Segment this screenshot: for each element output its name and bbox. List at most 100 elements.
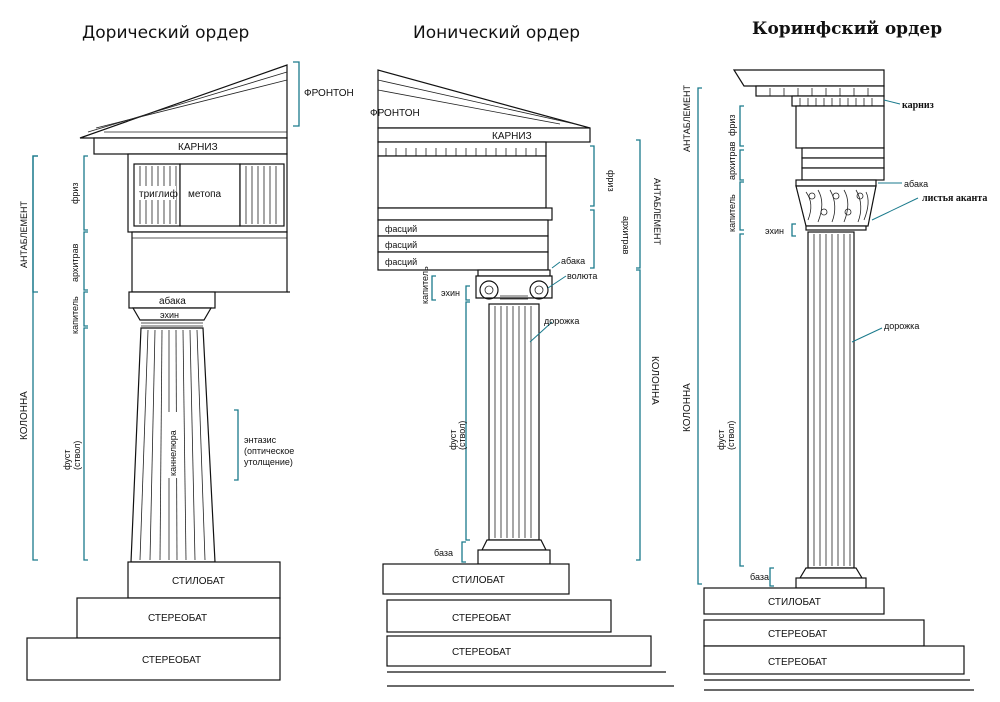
corinthian-entablature-label: АНТАБЛЕМЕНТ xyxy=(682,84,692,152)
ionic-frieze-label: фриз xyxy=(606,170,616,192)
corinthian-capital xyxy=(795,185,877,227)
doric-echinus xyxy=(131,307,213,321)
ionic-fascia-3-label: фасций xyxy=(385,257,417,267)
ionic-volute-label: волюта xyxy=(567,271,597,281)
doric-stereobate-upper-label: СТЕРЕОБАТ xyxy=(148,613,207,624)
corinthian-acanthus-label: листья аканта xyxy=(922,193,987,204)
doric-stylobate xyxy=(127,561,281,599)
ionic-flutes xyxy=(494,306,532,538)
acanthus-icon xyxy=(805,189,869,223)
doric-architrave-label: архитрав xyxy=(70,243,80,282)
ionic-shaft-paren: (ствол) xyxy=(457,421,467,450)
ionic-capital xyxy=(475,275,553,299)
ionic-abacus xyxy=(477,269,551,277)
doric-frieze-label: фриз xyxy=(70,182,80,204)
ionic-stereobate-upper xyxy=(386,599,612,633)
doric-entasis-label-2: (оптическое xyxy=(244,446,294,456)
corinthian-frieze xyxy=(795,105,885,149)
corinthian-base-label: база xyxy=(750,572,769,582)
corinthian-shaft xyxy=(807,231,855,569)
ionic-order: ФРОНТОН КАРНИЗ фасций фасций фа xyxy=(370,69,674,687)
ionic-cornice xyxy=(377,127,591,143)
doric-echinus-label: эхин xyxy=(160,310,179,320)
title-doric: Дорический ордер xyxy=(82,23,249,43)
ionic-dentils xyxy=(377,141,547,157)
ionic-stereobate-lower-label: СТЕРЕОБАТ xyxy=(452,647,511,658)
ionic-volute-left xyxy=(479,280,499,300)
corinthian-echinus-label: эхин xyxy=(765,226,784,236)
ionic-echinus-label: эхин xyxy=(441,288,460,298)
ionic-architrave-label: архитрав xyxy=(621,216,631,255)
ionic-shaft xyxy=(488,303,540,541)
corinthian-abacus xyxy=(795,179,877,187)
doric-order: КАРНИЗ триглиф метопа аба xyxy=(19,61,354,681)
doric-flute-label: каннелюра xyxy=(168,430,178,476)
title-ionic: Ионический ордер xyxy=(413,23,580,43)
ionic-abacus-label: абака xyxy=(561,256,585,266)
ionic-fillet-label: дорожка xyxy=(544,316,579,326)
corinthian-stereobate-lower xyxy=(703,645,965,675)
doric-shaft-paren: (ствол) xyxy=(72,441,82,470)
doric-triglyph-right xyxy=(239,163,285,227)
ionic-fascia-1-label: фасций xyxy=(385,224,417,234)
doric-stereobate-upper xyxy=(76,597,281,639)
ionic-stereobate-lower xyxy=(386,635,652,667)
doric-shaft-label: фуст xyxy=(62,450,72,470)
corinthian-abacus-label: абака xyxy=(904,179,928,189)
doric-stereobate-lower xyxy=(26,637,281,681)
corinthian-stereobate-upper-label: СТЕРЕОБАТ xyxy=(768,629,827,640)
ionic-base-label: база xyxy=(434,548,453,558)
ionic-shaft-label: фуст xyxy=(448,430,458,450)
corinthian-dentils xyxy=(791,95,885,107)
doric-entablature-label: АНТАБЛЕМЕНТ xyxy=(19,200,29,268)
corinthian-column-label: КОЛОННА xyxy=(682,383,693,432)
doric-entasis-label-3: утолщение) xyxy=(244,457,293,467)
corinthian-stylobate xyxy=(703,587,885,615)
title-corinthian: Коринфский ордер xyxy=(752,19,942,39)
corinthian-order: СТИЛОБАТ СТЕРЕОБАТ СТЕРЕОБАТ карниз абак… xyxy=(682,69,987,691)
doric-capital-label: капитель xyxy=(70,296,80,334)
ionic-cornice-label: КАРНИЗ xyxy=(492,131,532,142)
doric-overall-bracket xyxy=(32,155,38,561)
ionic-stylobate xyxy=(382,563,570,595)
doric-metope-label: метопа xyxy=(188,189,222,200)
doric-stereobate-lower-label: СТЕРЕОБАТ xyxy=(142,655,201,666)
doric-stylobate-label: СТИЛОБАТ xyxy=(172,576,225,587)
doric-abacus-label: абака xyxy=(159,295,186,307)
corinthian-shaft-label: фуст xyxy=(716,430,726,450)
corinthian-architrave-label: архитрав xyxy=(727,141,737,180)
doric-cornice-label: КАРНИЗ xyxy=(178,142,218,153)
corinthian-flutes xyxy=(813,234,851,566)
ionic-pediment xyxy=(377,69,591,129)
ionic-pediment-label: ФРОНТОН xyxy=(370,108,420,119)
ionic-frieze xyxy=(377,155,547,209)
corinthian-stereobate-upper xyxy=(703,619,925,647)
ionic-entablature-label: АНТАБЛЕМЕНТ xyxy=(652,178,662,246)
ionic-fascia-2-label: фасций xyxy=(385,240,417,250)
doric-architrave xyxy=(131,231,288,293)
corinthian-shaft-paren: (ствол) xyxy=(726,421,736,450)
corinthian-fillet-label: дорожка xyxy=(884,321,919,331)
doric-column-label: КОЛОННА xyxy=(19,391,30,440)
ionic-volute-right xyxy=(529,280,549,300)
doric-triglyph-label: триглиф xyxy=(139,188,178,200)
ionic-capital-label: капитель xyxy=(420,266,430,304)
corinthian-base xyxy=(798,567,864,579)
ionic-fascia-3 xyxy=(377,251,549,271)
corinthian-capital-label: капитель xyxy=(727,194,737,232)
ionic-base xyxy=(481,539,547,551)
ionic-stylobate-label: СТИЛОБАТ xyxy=(452,575,505,586)
ionic-column-label: КОЛОННА xyxy=(649,356,660,405)
corinthian-cornice xyxy=(732,69,885,87)
doric-entasis-label: энтазис xyxy=(244,435,277,445)
corinthian-stylobate-label: СТИЛОБАТ xyxy=(768,597,821,608)
corinthian-cornice-label: карниз xyxy=(902,100,934,111)
doric-pediment-label: ФРОНТОН xyxy=(304,88,354,99)
doric-pediment xyxy=(79,64,288,139)
corinthian-frieze-label: фриз xyxy=(727,114,737,136)
corinthian-architrave xyxy=(801,147,885,159)
doric-flutes xyxy=(139,329,206,561)
corinthian-stereobate-lower-label: СТЕРЕОБАТ xyxy=(768,657,827,668)
